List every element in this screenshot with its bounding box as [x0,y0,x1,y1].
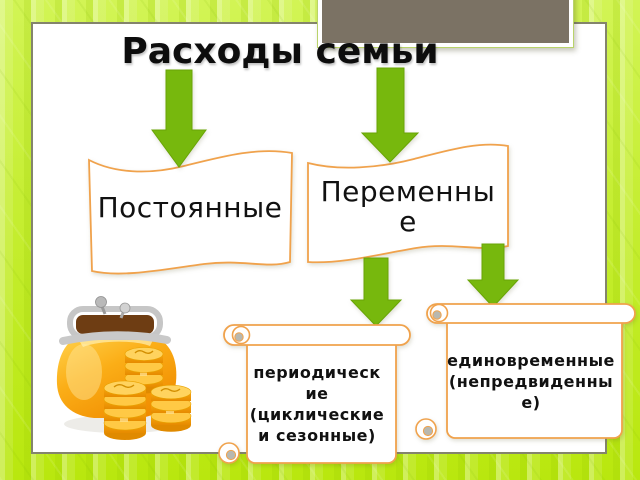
scroll-top-band [426,303,636,324]
coin-stack [150,384,192,432]
scroll-shape-onetime [415,303,636,440]
coin-stack [103,380,147,440]
node-label-periodic: периодическ ие (циклические и сезонные) [249,363,385,446]
scroll-curl-inner [234,332,244,342]
purse-coins-icon [56,296,192,440]
slide-title: Расходы семьи [121,31,439,72]
scroll-curl-inner [432,310,442,320]
node-label-onetime: единовременные (непредвиденны е) [447,351,615,413]
purse-clasp [59,296,171,345]
coin-stack [124,347,164,394]
node-label-variable: Переменны е [320,175,496,238]
scroll-curl-inner [225,449,237,461]
image-placeholder-fill [322,0,569,43]
scroll-curl-inner [422,425,434,437]
wave-outline [88,150,293,275]
wave-shape-fixed [88,150,293,275]
node-label-fixed: Постоянные [97,191,283,224]
image-placeholder [317,0,574,48]
scroll-shape-periodic [218,324,411,464]
scroll-top-band [223,324,411,346]
